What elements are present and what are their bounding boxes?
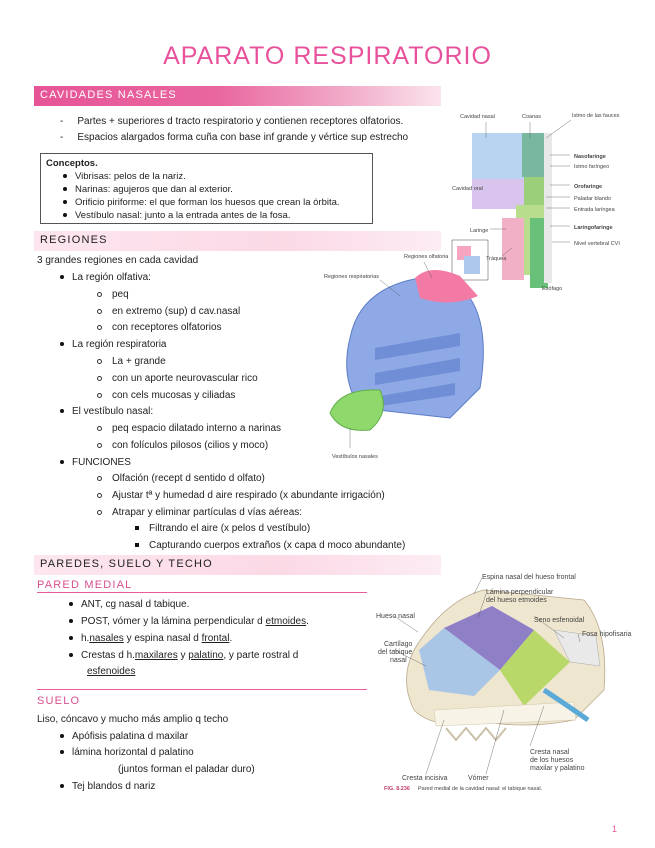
list-item: La + grande <box>97 355 166 368</box>
concepto-item: Vibrisas: pelos de la nariz. <box>63 170 186 183</box>
list-item: peq <box>97 288 129 301</box>
section-header-paredes: PAREDES, SUELO Y TECHO <box>34 555 441 575</box>
suelo-intro: Liso, cóncavo y mucho más amplio q techo <box>37 714 229 725</box>
fig2-label: Vestíbulos nasales <box>332 454 378 460</box>
fig3-label: Fosa hipofisaria <box>582 631 632 638</box>
list-item: h.nasales y espina nasal d frontal. <box>69 632 232 645</box>
section-header-cavidades: CAVIDADES NASALES <box>34 86 441 106</box>
subsection-pared-medial: PARED MEDIAL <box>37 579 133 591</box>
fig1-label: Tráquea <box>486 256 507 262</box>
conceptos-box: Conceptos. Vibrisas: pelos de la nariz. … <box>40 153 373 224</box>
airflow-arrow <box>542 687 590 723</box>
list-item: Apófisis palatina d maxilar <box>60 730 188 743</box>
fig1-label: Cavidad nasal <box>460 114 495 120</box>
page-title: APARATO RESPIRATORIO <box>163 42 492 70</box>
list-item: con receptores olfatorios <box>97 321 222 334</box>
sub-list-item: Filtrando el aire (x pelos d vestíbulo) <box>135 522 310 535</box>
fig3-label: del tabique <box>378 649 412 656</box>
concepto-item: Narinas: agujeros que dan al exterior. <box>63 183 233 196</box>
bullet-1: -Partes + superiores d tracto respirator… <box>60 116 404 127</box>
fig1-label: Paladar blando <box>574 196 611 202</box>
list-item: Olfación (recept d sentido d olfato) <box>97 472 265 485</box>
fig1-label: Coanas <box>522 114 541 120</box>
list-item: con un aporte neurovascular rico <box>97 372 258 385</box>
section-header-regiones: REGIONES <box>34 231 441 251</box>
concepto-item: Vestíbulo nasal: junto a la entrada ante… <box>63 209 291 222</box>
nasal-regions-figure: Regiones olfatoria Regiones respiratoria… <box>324 239 489 460</box>
fig2-label: Regiones respiratorias <box>324 274 379 280</box>
vomer-shape <box>500 630 570 706</box>
list-item: Crestas d h.maxilares y palatino, y part… <box>69 649 298 662</box>
fig3-label: Vómer <box>468 775 489 782</box>
list-item: lámina horizontal d palatino <box>60 746 194 759</box>
region-vestibulo: El vestíbulo nasal: <box>60 405 153 418</box>
fig1-label: Istmo de las fauces <box>572 113 620 119</box>
divider <box>37 592 367 593</box>
fig3-label: nasal <box>390 657 407 664</box>
fig3-label: de los huesos <box>530 757 574 764</box>
fig3-caption-num: FIG. 8.236 <box>384 786 410 792</box>
sub-list-item: Capturando cuerpos extraños (x capa d mo… <box>135 539 405 552</box>
list-item: POST, vómer y la lámina perpendicular d … <box>69 615 309 628</box>
list-item: con cels mucosas y ciliadas <box>97 389 235 402</box>
fig1-label: Cavidad oral <box>452 186 483 192</box>
palate-shape <box>433 701 577 727</box>
divider <box>37 689 367 690</box>
list-item-cont: esfenoides <box>87 666 136 677</box>
inset-respiratory <box>464 256 480 274</box>
list-item: con folículos pilosos (cilios y moco) <box>97 439 268 452</box>
concepto-item: Orificio piriforme: el que forman los hu… <box>63 196 340 209</box>
esophagus-shape <box>530 218 548 288</box>
fig3-label: Lámina perpendicular <box>486 589 554 596</box>
page-number: 1 <box>612 824 618 834</box>
bullet-2: -Espacios alargados forma cuña con base … <box>60 132 409 143</box>
septal-cartilage-shape <box>419 628 500 696</box>
fig3-caption: Pared medial de la cavidad nasal: el tab… <box>418 786 543 792</box>
fig1-label: Laringofaringe <box>574 225 613 231</box>
ethmoid-plate-shape <box>444 606 534 670</box>
fig3-label: maxilar y palatino <box>530 765 585 772</box>
fig1-label: Entrada laríngea <box>574 207 616 213</box>
region-respiratoria: La región respiratoria <box>60 338 167 351</box>
pharynx-figure: Cavidad nasal Coanas Istmo de las fauces… <box>452 113 620 292</box>
fig3-label: Cartílago <box>384 641 413 648</box>
vestibule-shape <box>329 389 384 431</box>
orientation-inset <box>451 239 489 281</box>
sphenoid-sinus-shape <box>553 629 601 667</box>
regiones-intro: 3 grandes regiones en cada cavidad <box>37 255 199 266</box>
conchae-shape <box>375 333 460 406</box>
fig1-label: Nivel vertebral CVI <box>574 241 620 247</box>
fig3-label: Cresta nasal <box>530 749 570 756</box>
fig3-label: Espina nasal del hueso frontal <box>482 574 576 581</box>
list-item-note: (juntos forman el paladar duro) <box>118 764 255 775</box>
fig3-label: Cresta incisiva <box>402 775 448 782</box>
nasal-septum-figure: Espina nasal del hueso frontal Lámina pe… <box>376 574 632 792</box>
teeth-shape <box>445 726 507 742</box>
fig1-label: Istmo faríngeo <box>574 164 609 170</box>
conceptos-heading: Conceptos. <box>46 158 98 169</box>
fig2-label: Regiones olfatoria <box>404 254 449 260</box>
list-item: peq espacio dilatado interno a narinas <box>97 422 281 435</box>
list-item: en extremo (sup) d cav.nasal <box>97 305 240 318</box>
funciones: FUNCIONES <box>60 456 131 469</box>
fig1-label: Laringe <box>470 228 488 234</box>
list-item: Atrapar y eliminar partículas d vías aér… <box>97 506 302 519</box>
list-item: Tej blandos d nariz <box>60 780 155 793</box>
olfactory-region-shape <box>415 269 478 303</box>
fig3-label: Hueso nasal <box>376 613 415 620</box>
region-olfativa: La región olfativa: <box>60 271 151 284</box>
trachea-shape <box>502 218 524 280</box>
list-item: ANT, cg nasal d tabique. <box>69 598 189 611</box>
fig1-label: Nasofaringe <box>574 154 606 160</box>
fig3-label: del hueso etmoides <box>486 597 547 604</box>
fig1-label: Esófago <box>542 286 562 292</box>
fig1-label: Orofaringe <box>574 184 602 190</box>
list-item: Ajustar tª y humedad d aire respirado (x… <box>97 489 385 502</box>
fig3-label: Seno esfenoidal <box>534 617 585 624</box>
subsection-suelo: SUELO <box>37 695 81 707</box>
